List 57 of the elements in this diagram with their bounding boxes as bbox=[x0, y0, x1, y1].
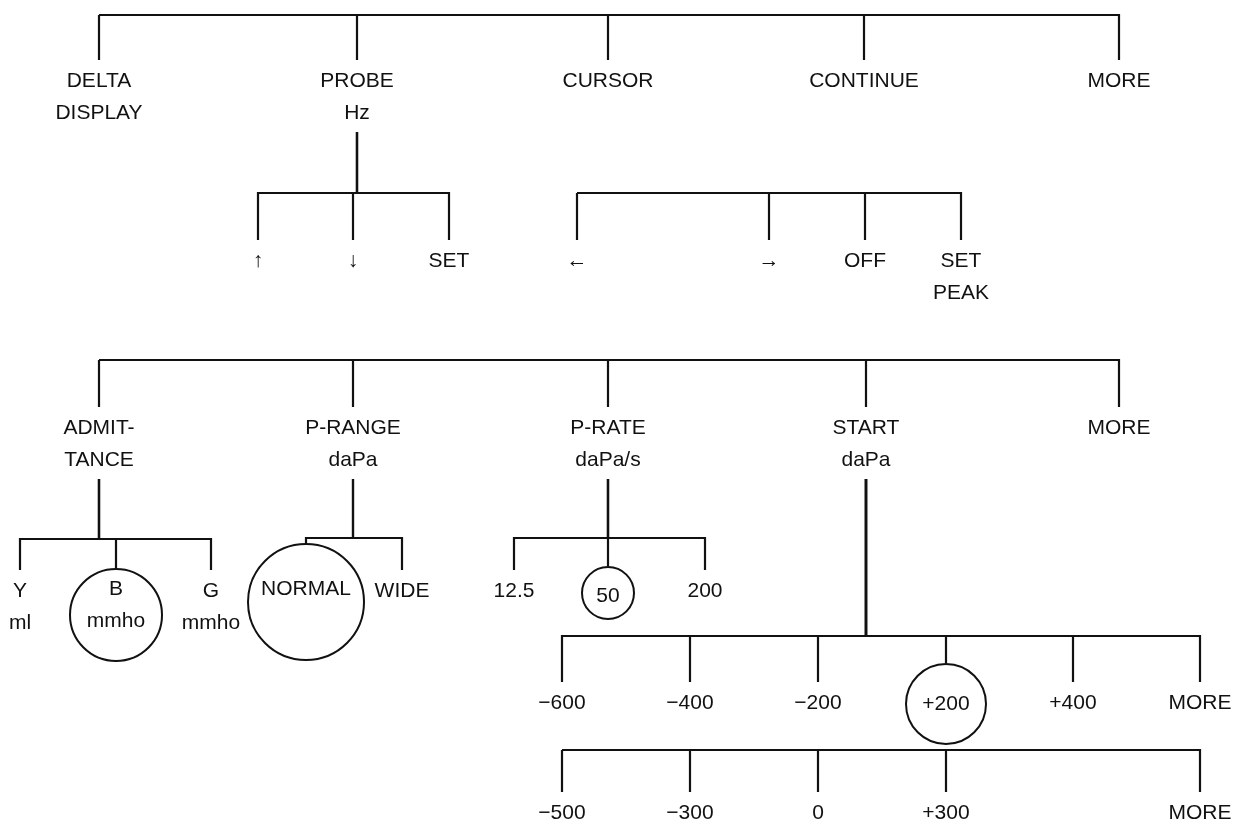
menu-label: MORE bbox=[1087, 414, 1151, 440]
connector-line bbox=[97, 358, 101, 407]
connector-line bbox=[355, 132, 451, 240]
menu-label: 50 bbox=[596, 582, 620, 608]
menu-label: −500 bbox=[538, 799, 586, 825]
menu-label: mmho bbox=[86, 607, 146, 633]
menu-label: MORE bbox=[1087, 67, 1151, 93]
menu-label: CURSOR bbox=[562, 67, 654, 93]
menu-label: −400 bbox=[666, 689, 714, 715]
menu-label: +300 bbox=[922, 799, 970, 825]
menu-label: G bbox=[201, 577, 221, 603]
connector-line bbox=[97, 479, 213, 570]
connector-line bbox=[606, 479, 707, 570]
selection-circle bbox=[247, 543, 365, 661]
menu-label: MORE bbox=[1168, 689, 1232, 715]
connector-line bbox=[351, 479, 404, 570]
menu-label: SET PEAK bbox=[933, 247, 989, 305]
menu-label: −300 bbox=[666, 799, 714, 825]
menu-label: Y bbox=[12, 577, 28, 603]
menu-label: ml bbox=[8, 609, 32, 635]
menu-label: 0 bbox=[812, 799, 824, 825]
menu-label: SET bbox=[428, 247, 470, 273]
connector-line bbox=[575, 191, 579, 240]
menu-label: P-RANGE bbox=[305, 414, 401, 440]
menu-label: ↓ bbox=[347, 247, 359, 273]
menu-label: WIDE bbox=[374, 577, 430, 603]
menu-label: daPa bbox=[840, 446, 892, 472]
menu-label: −600 bbox=[538, 689, 586, 715]
menu-label: ADMIT- TANCE bbox=[62, 414, 136, 472]
menu-label: +400 bbox=[1049, 689, 1097, 715]
menu-label: MORE bbox=[1168, 799, 1232, 825]
menu-label: ← bbox=[566, 247, 588, 273]
menu-label: ↑ bbox=[252, 247, 264, 273]
menu-label: mmho bbox=[181, 609, 241, 635]
menu-label: +200 bbox=[922, 690, 970, 716]
menu-label: daPa bbox=[327, 446, 379, 472]
menu-label: START bbox=[832, 414, 900, 440]
menu-label: 12.5 bbox=[493, 577, 535, 603]
menu-label: NORMAL bbox=[261, 575, 351, 601]
connector-line bbox=[560, 748, 564, 792]
connector-line bbox=[864, 479, 1202, 682]
menu-label: daPa/s bbox=[574, 446, 642, 472]
menu-label: Hz bbox=[343, 99, 371, 125]
menu-label: −200 bbox=[794, 689, 842, 715]
connector-line bbox=[97, 13, 101, 60]
menu-label: P-RATE bbox=[570, 414, 646, 440]
selection-circle bbox=[905, 663, 987, 745]
menu-label: CONTINUE bbox=[809, 67, 919, 93]
menu-label: OFF bbox=[844, 247, 886, 273]
menu-label: PROBE bbox=[320, 67, 394, 93]
menu-label: 200 bbox=[687, 577, 723, 603]
selection-circle bbox=[581, 566, 635, 620]
menu-label: → bbox=[758, 247, 780, 273]
menu-label: B bbox=[108, 575, 124, 601]
menu-label: DELTA DISPLAY bbox=[54, 67, 144, 125]
selection-circle bbox=[69, 568, 163, 662]
connector-line bbox=[577, 191, 963, 240]
